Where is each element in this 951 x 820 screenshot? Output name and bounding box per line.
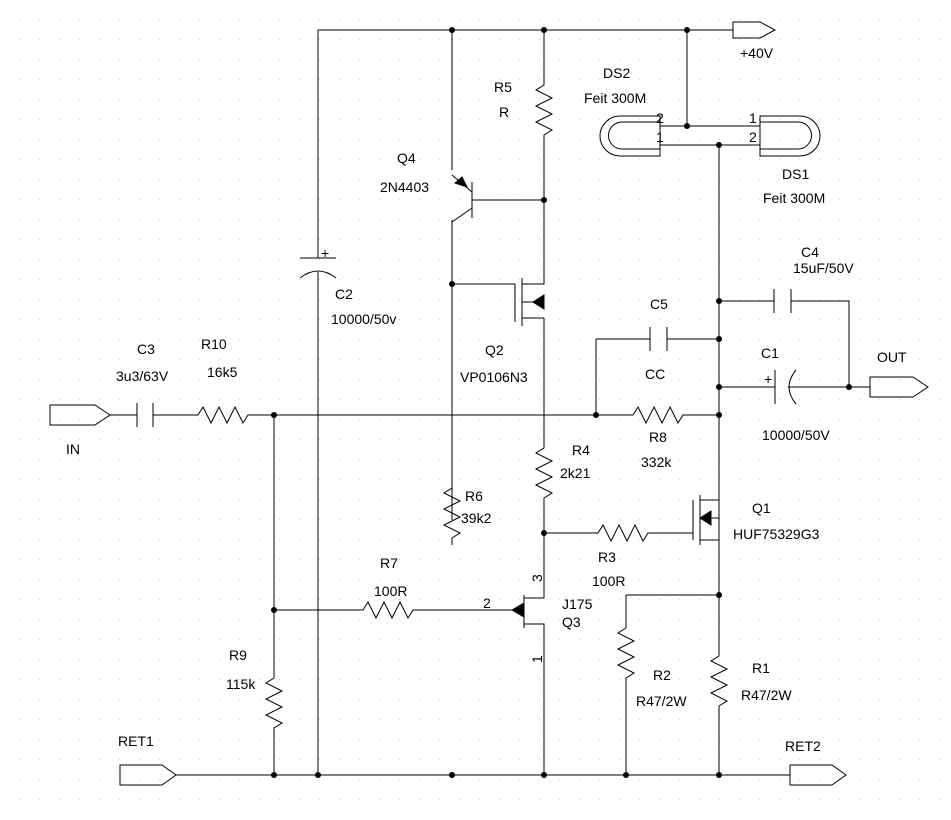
r1-symbol [709, 648, 729, 718]
c4-ref: C4 [801, 244, 819, 260]
ds2-pin-1: 1 [656, 129, 664, 145]
r4-ref: R4 [572, 442, 590, 458]
r3-value: 100R [592, 573, 625, 589]
q1-value: HUF75329G3 [733, 526, 820, 542]
supply-port-shape [732, 21, 777, 39]
c2-ref: C2 [335, 286, 353, 302]
c1-polarity: + [764, 371, 772, 387]
output-port-label: OUT [877, 349, 907, 365]
ds1-pin-2: 2 [749, 129, 757, 145]
q2-value: VP0106N3 [460, 369, 528, 385]
q2-ref: Q2 [485, 342, 504, 358]
r7-symbol [355, 600, 420, 620]
r2-ref: R2 [653, 667, 671, 683]
c5-ref: C5 [650, 296, 668, 312]
r2-value: R47/2W [636, 693, 687, 709]
q4-ref: Q4 [397, 150, 416, 166]
ds1-lamp-symbol [759, 115, 821, 157]
r9-value: 115k [226, 676, 256, 692]
c5-symbol [649, 327, 668, 351]
q3-value: J175 [562, 596, 593, 612]
q1-symbol [692, 495, 719, 545]
r1-ref: R1 [752, 660, 770, 676]
c2-symbol [299, 257, 337, 279]
q3-pin-3: 3 [529, 574, 545, 582]
r6-ref: R6 [465, 488, 483, 504]
r2-symbol [616, 620, 636, 690]
r10-ref: R10 [201, 336, 227, 352]
r6-symbol [442, 480, 462, 545]
r4-symbol [534, 440, 554, 505]
r9-ref: R9 [229, 647, 247, 663]
r3-ref: R3 [598, 549, 616, 565]
ds2-lamp-symbol [599, 115, 661, 157]
c4-value: 15uF/50V [793, 260, 854, 276]
r4-value: 2k21 [560, 465, 591, 481]
junction-dots [271, 27, 852, 778]
q3-ref: Q3 [562, 614, 581, 630]
c3-symbol [136, 403, 154, 427]
c1-value: 10000/50V [762, 427, 830, 443]
q4-symbol [451, 174, 480, 223]
c3-ref: C3 [137, 341, 155, 357]
ds1-ref: DS1 [782, 166, 809, 182]
q3-pin-1: 1 [529, 655, 545, 663]
r3-symbol [590, 523, 650, 543]
ds2-value: Feit 300M [584, 90, 646, 106]
r5-ref: R5 [494, 79, 512, 95]
c1-ref: C1 [761, 345, 779, 361]
r8-ref: R8 [649, 429, 667, 445]
output-port-shape [869, 376, 929, 398]
r10-symbol [190, 405, 255, 425]
wires [110, 29, 870, 776]
c2-polarity: + [321, 245, 329, 261]
c5-value: CC [645, 366, 665, 382]
ret2-port-shape [789, 764, 847, 786]
r8-symbol [625, 405, 690, 425]
c3-value: 3u3/63V [116, 368, 169, 384]
ds2-pin-2: 2 [656, 110, 664, 126]
r7-ref: R7 [380, 555, 398, 571]
r7-value: 100R [374, 583, 407, 599]
c1-symbol [774, 369, 797, 405]
r1-value: R47/2W [741, 687, 792, 703]
ret2-port-label: RET2 [785, 738, 821, 754]
q3-symbol [500, 575, 545, 628]
r9-symbol [264, 670, 284, 740]
r5-symbol [534, 75, 554, 145]
q3-pin-2: 2 [483, 595, 491, 611]
r8-value: 332k [641, 454, 672, 470]
input-port-shape [49, 404, 111, 426]
q4-value: 2N4403 [380, 179, 429, 195]
ret1-port-label: RET1 [118, 733, 154, 749]
r6-value: 39k2 [461, 510, 492, 526]
r5-value: R [499, 104, 509, 120]
ds1-value: Feit 300M [763, 190, 825, 206]
q1-ref: Q1 [752, 500, 771, 516]
q2-symbol [514, 270, 545, 326]
c2-value: 10000/50v [331, 311, 396, 327]
c4-symbol [773, 289, 792, 313]
supply-port-label: +40V [740, 45, 774, 61]
ret1-port-shape [119, 764, 177, 786]
ds1-pin-1: 1 [749, 110, 757, 126]
r10-value: 16k5 [207, 364, 238, 380]
ds2-ref: DS2 [603, 65, 630, 81]
input-port-label: IN [66, 441, 80, 457]
